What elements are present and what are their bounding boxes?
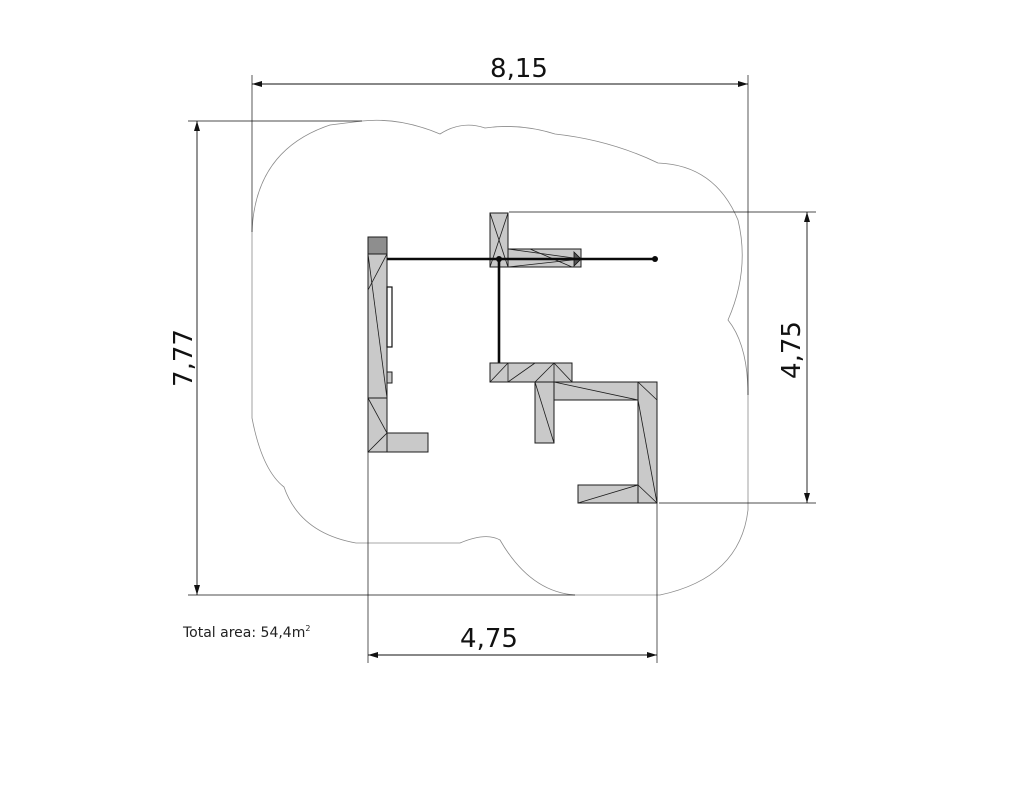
play-structure [367, 212, 658, 504]
structure-width-dimension: 4,75 [367, 452, 658, 663]
overall-depth-dimension: 7,77 [169, 120, 575, 596]
structure-depth-dimension: 4,75 [509, 211, 816, 504]
left-post-cap [367, 236, 388, 255]
total-area-label: Total area: 54,4m2 [182, 624, 310, 641]
left-panel-assembly [367, 236, 429, 453]
right-panel-assembly [489, 362, 658, 504]
overall-depth-label: 7,77 [169, 329, 199, 387]
overall-width-label: 8,15 [490, 54, 548, 84]
structure-width-label: 4,75 [460, 624, 518, 654]
structure-depth-label: 4,75 [777, 321, 807, 379]
overall-width-dimension: 8,15 [251, 54, 749, 395]
